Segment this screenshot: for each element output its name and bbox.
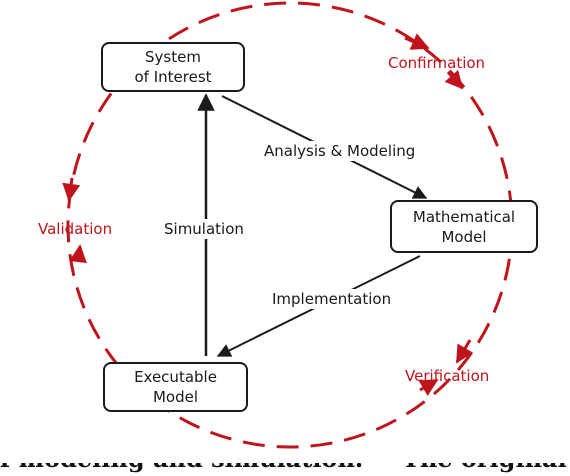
executable-model-line1: Executable (134, 368, 217, 386)
caption-right: The original d (401, 444, 570, 473)
mathematical-model-line2: Model (441, 227, 487, 246)
implementation-label: Implementation (270, 289, 394, 309)
system-of-interest-line2: of Interest (134, 68, 212, 86)
validation-arrowhead-2 (69, 244, 87, 264)
verification-arrowhead-2 (418, 378, 439, 396)
mathematical-model-box: Mathematical Model (390, 200, 538, 253)
figure-caption-fragment: f modeling and simulation. The original … (0, 444, 570, 475)
analysis-modeling-label: Analysis & Modeling (262, 141, 418, 161)
validation-label: Validation (38, 220, 113, 238)
executable-model-line2: Model (152, 388, 199, 406)
verification-label: Verification (405, 367, 490, 385)
caption-left: f modeling and simulation. (0, 444, 364, 473)
mathematical-model-line1: Mathematical (412, 207, 516, 226)
confirmation-label: Confirmation (388, 54, 486, 72)
system-of-interest-line1: System (145, 48, 201, 66)
system-of-interest-box: System of Interest (101, 42, 245, 92)
simulation-label: Simulation (162, 219, 246, 239)
verification-arrowhead (455, 339, 473, 364)
confirmation-arrowhead-2 (444, 69, 464, 90)
executable-model-box: Executable Model (103, 362, 248, 412)
confirmation-arrowhead (404, 33, 430, 50)
validation-arrowhead (62, 177, 81, 202)
